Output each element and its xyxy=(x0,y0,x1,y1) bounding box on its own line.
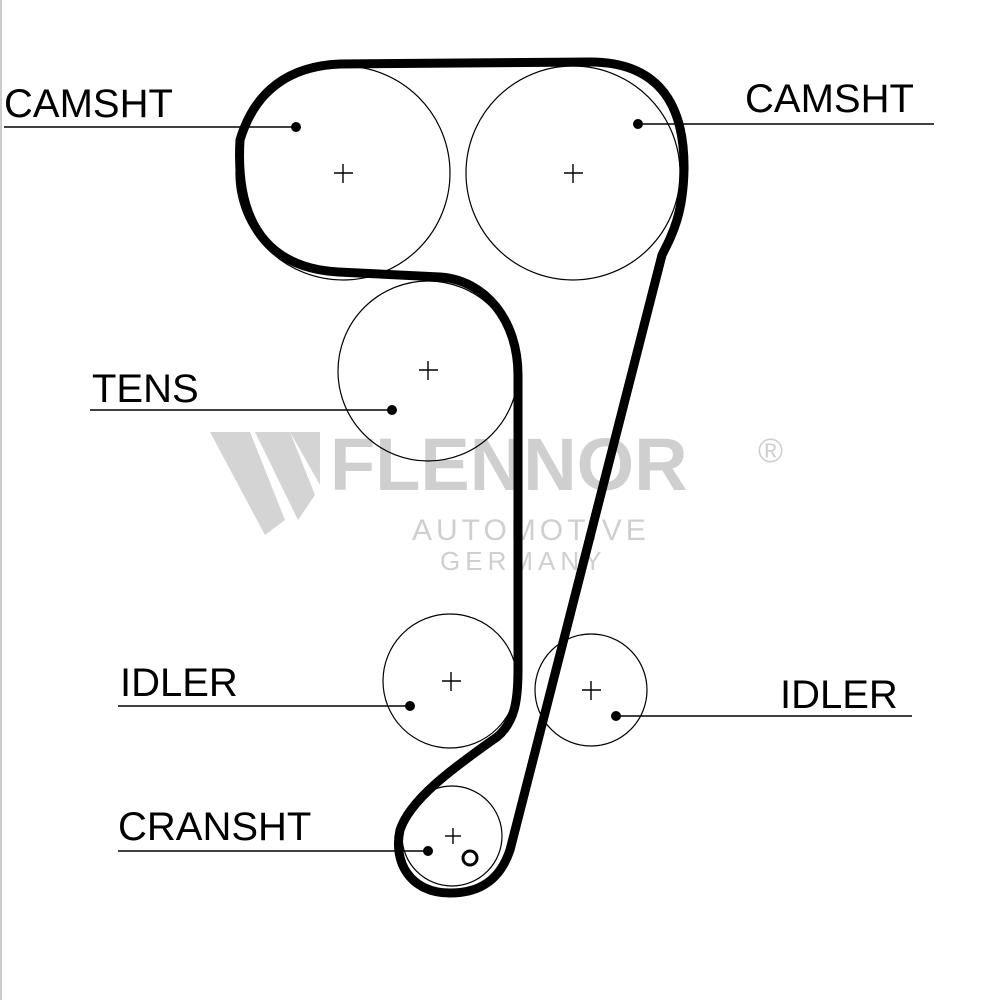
flennor-logo-icon xyxy=(210,432,320,535)
idler-left-dot-icon xyxy=(405,701,415,711)
idler-left-center-icon xyxy=(442,672,461,691)
watermark: FLENNOR ® AUTOMOTIVE GERMANY xyxy=(210,423,783,576)
timing-belt xyxy=(235,57,689,898)
crankshaft-center-icon xyxy=(445,828,461,844)
tensioner-label: TENS xyxy=(92,367,199,411)
camshaft-right-label: CAMSHT xyxy=(745,77,914,121)
idler-right-center-icon xyxy=(582,681,601,700)
watermark-line1: AUTOMOTIVE xyxy=(412,514,650,547)
tensioner-dot-icon xyxy=(387,405,397,415)
watermark-registered-mark: ® xyxy=(758,432,783,470)
camshaft-left-dot-icon xyxy=(291,122,301,132)
camshaft-left-center-icon xyxy=(334,164,353,183)
crankshaft-dot-icon xyxy=(423,846,433,856)
camshaft-right-center-icon xyxy=(564,164,583,183)
crankshaft-label: CRANSHT xyxy=(118,805,311,849)
idler-right-dot-icon xyxy=(611,711,621,721)
idler-right-pulley xyxy=(534,633,648,747)
tensioner-center-icon xyxy=(419,361,438,380)
watermark-brand: FLENNOR xyxy=(330,423,688,506)
camshaft-left-label: CAMSHT xyxy=(4,82,173,126)
camshaft-right-dot-icon xyxy=(633,119,643,129)
crankshaft-key-icon xyxy=(461,849,479,867)
idler-right-label: IDLER xyxy=(780,673,898,717)
idler-left-label: IDLER xyxy=(120,661,238,705)
